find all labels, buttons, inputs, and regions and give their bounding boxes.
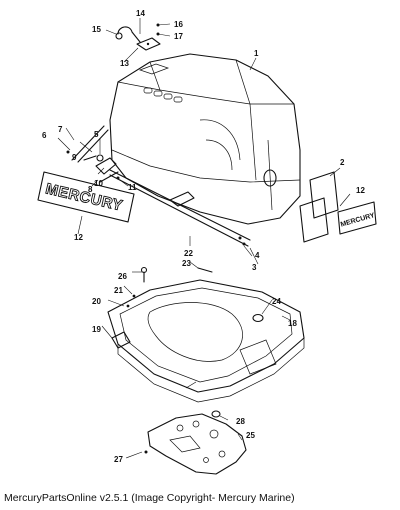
- callout-22: 22: [184, 249, 193, 258]
- mounting-plate: [144, 410, 247, 475]
- image-caption: MercuryPartsOnline v2.5.1 (Image Copyrig…: [4, 492, 295, 504]
- callout-3: 3: [252, 263, 257, 272]
- callout-5: 5: [94, 130, 99, 139]
- callout-9: 9: [72, 153, 77, 162]
- callout-17: 17: [174, 32, 183, 41]
- callout-25: 25: [246, 431, 255, 440]
- callout-7: 7: [58, 125, 63, 134]
- callout-11: 11: [128, 183, 137, 192]
- decal-text-left: MERCURY: [44, 180, 125, 214]
- callout-20: 20: [92, 297, 101, 306]
- callout-26: 26: [118, 272, 127, 281]
- callout-1: 1: [254, 49, 259, 58]
- callout-12-left: 12: [74, 233, 83, 242]
- cowl-seal-strip: [109, 169, 251, 273]
- top-cowl: [109, 53, 301, 225]
- callout-4: 4: [255, 251, 260, 260]
- callout-2: 2: [340, 158, 345, 167]
- leader-lines: [57, 18, 351, 459]
- bottom-cowl: [107, 266, 305, 403]
- callout-24: 24: [272, 297, 281, 306]
- mercury-decal-right: MERCURY: [337, 201, 377, 235]
- callout-15: 15: [92, 25, 101, 34]
- callout-21: 21: [114, 286, 123, 295]
- exploded-parts-diagram: MERCURY MERCURY: [37, 9, 377, 475]
- callout-27: 27: [114, 455, 123, 464]
- callout-12-right: 12: [356, 186, 365, 195]
- callout-16: 16: [174, 20, 183, 29]
- callout-labels: 1 2 3 4 5 6 7 8 9 10 11 12 12 13 14 15 1…: [42, 9, 365, 464]
- callout-13: 13: [120, 59, 129, 68]
- callout-6: 6: [42, 131, 47, 140]
- callout-18: 18: [288, 319, 297, 328]
- callout-28: 28: [236, 417, 245, 426]
- decal-text-right: MERCURY: [340, 212, 376, 229]
- callout-14: 14: [136, 9, 145, 18]
- latch-bracket-assembly: [115, 23, 161, 51]
- callout-10: 10: [94, 179, 103, 188]
- callout-23: 23: [182, 259, 191, 268]
- rear-pads: [299, 171, 339, 243]
- callout-8: 8: [88, 185, 93, 194]
- callout-19: 19: [92, 325, 101, 334]
